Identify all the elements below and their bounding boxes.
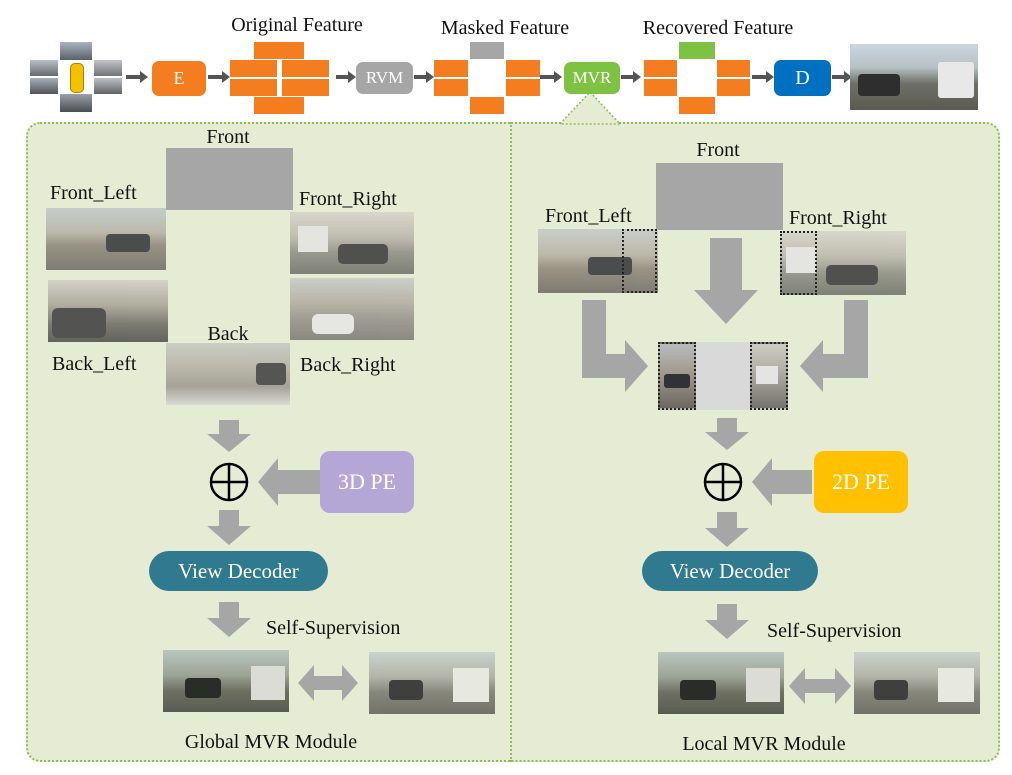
decoder-block: D (774, 60, 831, 96)
local-combined-right-strip (750, 342, 788, 410)
global-front-left-label: Front_Left (50, 182, 137, 204)
local-2d-pe-box: 2D PE (814, 451, 908, 513)
global-arrows (207, 420, 358, 701)
masked-feature-label: Masked Feature (440, 17, 570, 39)
mvr-block: MVR (564, 62, 620, 94)
local-combined-masked-center (696, 342, 750, 410)
global-back-image (166, 343, 290, 405)
rvm-block: RVM (356, 62, 413, 94)
global-front-masked-view (166, 148, 293, 210)
global-target-view-image (369, 652, 495, 714)
global-front-label: Front (206, 126, 250, 148)
mvr-callout-wedge (558, 90, 622, 125)
global-front-right-label: Front_Right (299, 188, 397, 210)
local-target-view-image (854, 652, 980, 714)
global-3d-pe-box: 3D PE (320, 451, 414, 513)
recovered-feature-label: Recovered Feature (642, 17, 794, 39)
local-front-left-image (538, 229, 658, 293)
local-front-left-label: Front_Left (545, 205, 632, 227)
global-front-right-image (290, 212, 414, 274)
recovered-feature-cross (644, 42, 750, 114)
original-feature-cross (230, 42, 329, 114)
global-add-operator (209, 462, 249, 502)
local-combined-left-strip (658, 342, 696, 410)
global-back-left-label: Back_Left (52, 353, 137, 375)
global-mvr-module-title: Global MVR Module (184, 731, 358, 753)
global-predicted-view-image (163, 650, 289, 712)
local-view-decoder: View Decoder (642, 551, 818, 591)
global-back-right-image (290, 278, 414, 340)
global-view-decoder: View Decoder (149, 551, 328, 591)
global-self-supervision-label: Self-Supervision (266, 617, 401, 639)
pipeline-arrows (126, 71, 852, 83)
local-arrows (582, 238, 868, 704)
local-front-right-image (780, 231, 906, 295)
surround-view-input-image (30, 42, 122, 112)
global-back-label: Back (207, 323, 249, 345)
local-front-right-overlap-region (780, 231, 817, 295)
global-front-left-image (46, 208, 166, 270)
ego-car-icon (70, 63, 84, 93)
local-predicted-view-image (658, 652, 784, 714)
local-mvr-module-title: Local MVR Module (682, 733, 846, 755)
local-add-operator (703, 462, 743, 502)
local-front-right-label: Front_Right (789, 207, 887, 229)
masked-feature-cross (434, 42, 540, 114)
original-feature-label: Original Feature (231, 14, 363, 36)
reconstructed-front-image (850, 44, 978, 110)
local-front-left-overlap-region (622, 229, 657, 293)
encoder-block: E (152, 61, 206, 96)
local-combined-view (658, 342, 788, 410)
local-front-label: Front (696, 139, 740, 161)
global-back-left-image (48, 280, 168, 342)
global-back-right-label: Back_Right (300, 354, 396, 376)
local-front-masked-view (656, 163, 783, 230)
local-self-supervision-label: Self-Supervision (767, 620, 902, 642)
